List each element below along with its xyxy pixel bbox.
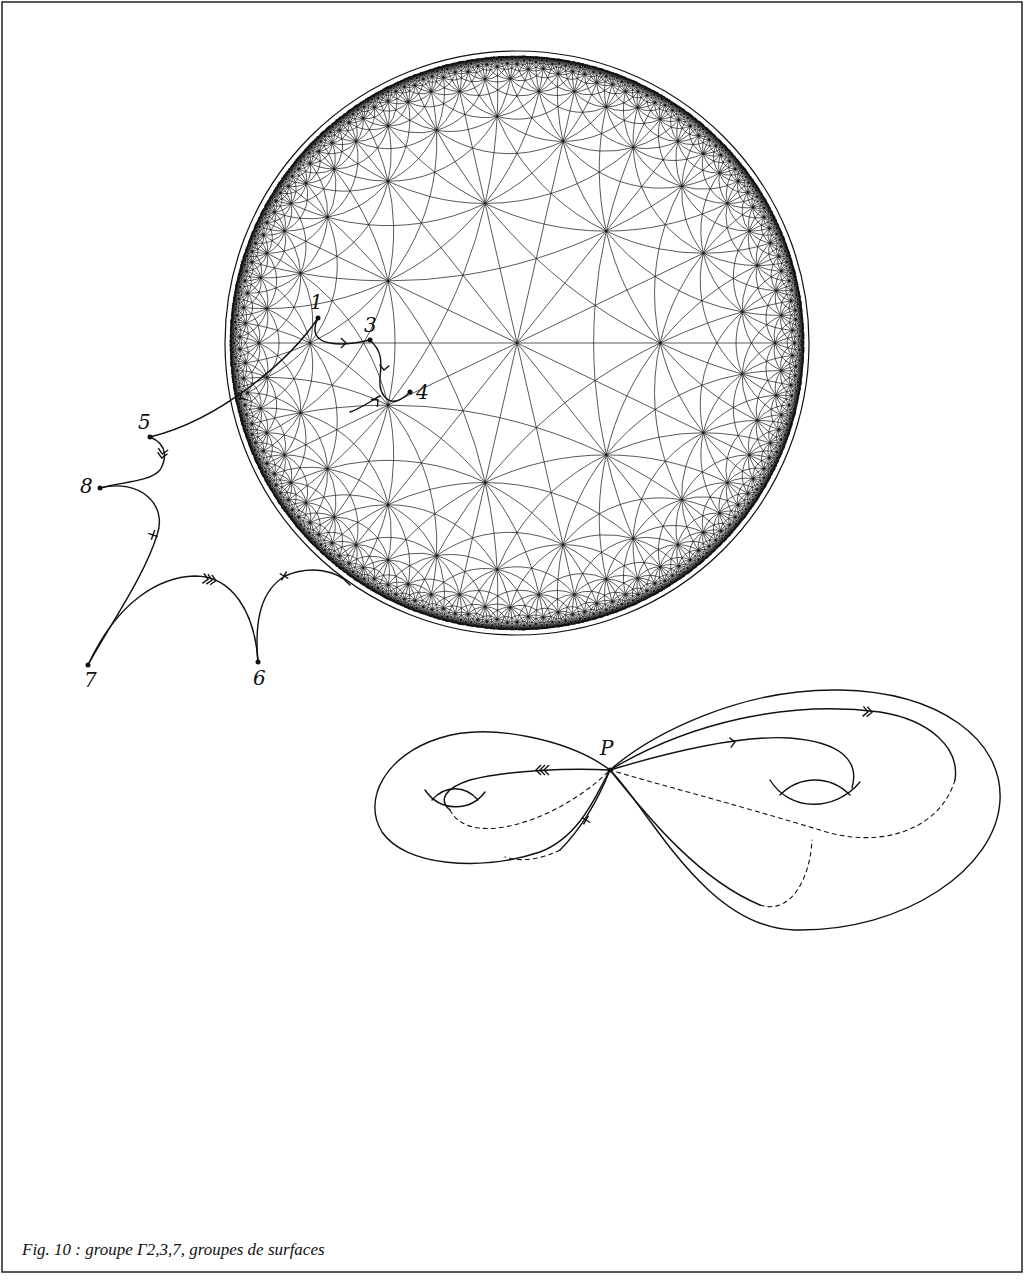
vertex-number: 7 [84,670,97,690]
polygon-side [370,340,410,401]
vertex-number: 1 [310,292,323,312]
surface-loop-hidden [610,770,955,838]
surface-loop-hidden [505,850,560,860]
vertex-number: 3 [364,315,377,335]
surface-loop [610,770,760,905]
vertex-dot [608,768,613,773]
arrow-mark [371,396,381,407]
surface-loop [560,770,610,850]
arrow-mark [341,338,346,348]
surface-loop [610,738,854,788]
cross-mark [579,813,593,827]
vertex-dot [98,486,103,491]
point-label: P [600,738,613,758]
arrow-mark [729,737,735,748]
vertex-dot [256,660,261,665]
arrow-chevron [157,452,168,459]
arrow-chevron [729,737,735,748]
surface-loop-hidden [760,840,812,907]
vertex-number: 5 [138,412,151,432]
surface-hole [432,789,478,800]
arrow-chevron [341,338,346,348]
polygon-side [88,576,258,665]
arrow-chevron [867,707,873,717]
polygon-side [150,318,318,437]
arrow-mark [157,448,168,459]
vertex-number: 6 [253,668,266,688]
polygon-side [350,396,380,412]
surface-loop [444,769,610,810]
vertex-number: 8 [80,476,93,496]
vertex-dot [408,390,413,395]
surface-hole [770,780,860,804]
arrow-mark [379,365,389,371]
arrow-mark [238,391,247,402]
surface-outline [375,732,610,863]
arrow-mark [863,706,873,717]
arrow-chevron [238,391,247,402]
arrow-chevron [379,365,389,371]
arrow-chevron [210,575,217,586]
vertex-dot [86,663,91,668]
hyperbolic-tessellation [230,56,805,631]
figure-frame [2,2,1022,1272]
disk-boundary [225,51,809,635]
vertex-number: 4 [416,382,429,402]
surface-loop [610,709,956,780]
figure-caption: Fig. 10 : groupe Γ2,3,7, groupes de surf… [22,1240,325,1260]
polygon-side [100,437,164,488]
arrow-chevron [540,765,545,775]
arrow-chevron [536,765,541,775]
surface-outline [610,690,1000,930]
arrow-mark [202,574,217,586]
arrow-mark [536,765,549,775]
vertex-dot [148,435,153,440]
cross-mark [277,569,291,583]
cross-mark [147,529,160,542]
polygon-side [88,486,159,665]
arrow-chevron [544,765,549,775]
vertex-dot [368,338,373,343]
surface-hole [780,780,850,795]
polygon-side [257,570,350,662]
vertex-dot [316,316,321,321]
arrow-chevron [371,396,381,407]
surface-loop-hidden [450,770,610,829]
